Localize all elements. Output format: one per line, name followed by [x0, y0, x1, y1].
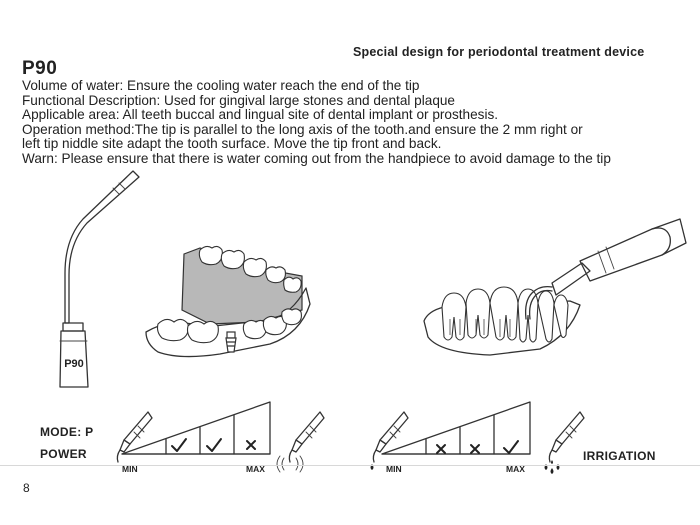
scaler-tip-icon: P90 [59, 170, 140, 388]
description-line: left tip niddle site adapt the tooth sur… [22, 136, 442, 151]
check-icon [171, 438, 187, 452]
description-line: Warn: Please ensure that there is water … [22, 150, 611, 166]
tip-code: P90 [22, 58, 58, 79]
description-block: Volume of water: Ensure the cooling wate… [22, 78, 698, 166]
description-line: Functional Description: Used for gingiva… [22, 92, 455, 108]
irrigation-triangle [381, 401, 531, 455]
page-header-title: Special design for periodontal treatment… [353, 45, 645, 59]
power-max-handpiece-icon [276, 411, 325, 473]
power-label: POWER [40, 447, 87, 461]
power-triangle [121, 401, 271, 455]
lower-jaw-implant-icon [145, 245, 311, 358]
irrigation-max-handpiece-icon [544, 411, 585, 474]
description-line: Applicable area: All teeth buccal and li… [22, 107, 499, 122]
irrigation-label: IRRIGATION [583, 449, 656, 463]
power-max-label: MAX [246, 464, 265, 474]
power-min-label: MIN [122, 464, 138, 474]
cross-icon [436, 444, 446, 454]
footer-divider [0, 465, 700, 466]
mode-label: MODE: P [40, 425, 94, 439]
teeth-scaling-icon [423, 218, 687, 356]
check-icon [503, 440, 519, 454]
cross-icon [470, 444, 480, 454]
tip-label-text: P90 [64, 358, 84, 370]
check-icon [206, 438, 222, 452]
power-min-handpiece-icon [116, 411, 153, 463]
description-line: Volume of water: Ensure the cooling wate… [22, 78, 420, 93]
page-number: 8 [23, 481, 30, 495]
cross-icon [246, 440, 256, 450]
irrigation-min-label: MIN [386, 464, 402, 474]
description-line: Operation method:The tip is parallel to … [22, 121, 583, 137]
irrigation-max-label: MAX [506, 464, 525, 474]
